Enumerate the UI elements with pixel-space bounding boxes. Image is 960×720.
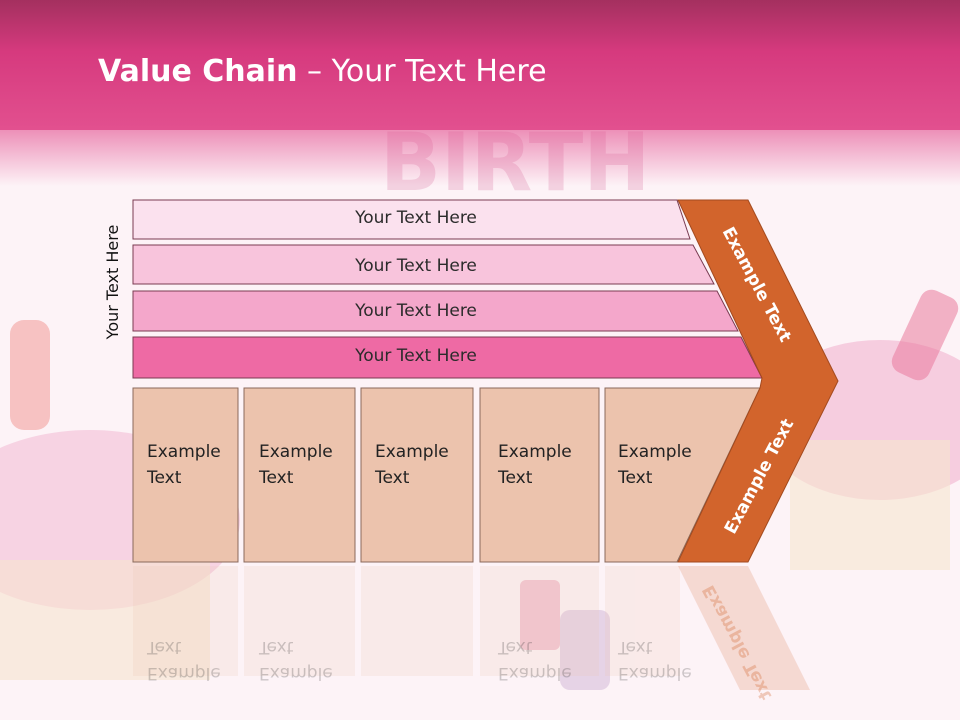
header-fade [0, 126, 960, 186]
bar-2[interactable] [132, 244, 715, 285]
bar-1-label: Your Text Here [355, 208, 477, 228]
cell-2-line2: Text [259, 468, 294, 488]
chevron-reflection [678, 566, 810, 690]
cell-2-line1: Example [259, 442, 333, 462]
chevron-arrow[interactable] [677, 199, 839, 563]
cell-4-line2: Text [498, 468, 533, 488]
cell-3-line1: Example [375, 442, 449, 462]
cell-1[interactable] [132, 387, 239, 563]
bar-3-label: Your Text Here [355, 301, 477, 321]
slide-title: Value Chain – Your Text Here [98, 54, 547, 89]
cell-3-line2: Text [375, 468, 410, 488]
bar-1[interactable] [132, 199, 691, 240]
cell-4-line1: Example [498, 442, 572, 462]
cell-5[interactable] [604, 387, 761, 563]
cell-4[interactable] [479, 387, 600, 563]
header-band [0, 0, 960, 130]
cell-3[interactable] [360, 387, 474, 563]
cell-1-line2: Text [147, 468, 182, 488]
cell-1-line1: Example [147, 442, 221, 462]
title-rest: – Your Text Here [297, 54, 547, 89]
bar-2-label: Your Text Here [355, 256, 477, 276]
bar-4-label: Your Text Here [355, 346, 477, 366]
cells-reflection [133, 566, 680, 676]
title-bold: Value Chain [98, 54, 298, 89]
cell-2[interactable] [243, 387, 356, 563]
cell-5-line1: Example [618, 442, 692, 462]
bar-3[interactable] [132, 290, 739, 332]
cell-5-line2: Text [618, 468, 653, 488]
